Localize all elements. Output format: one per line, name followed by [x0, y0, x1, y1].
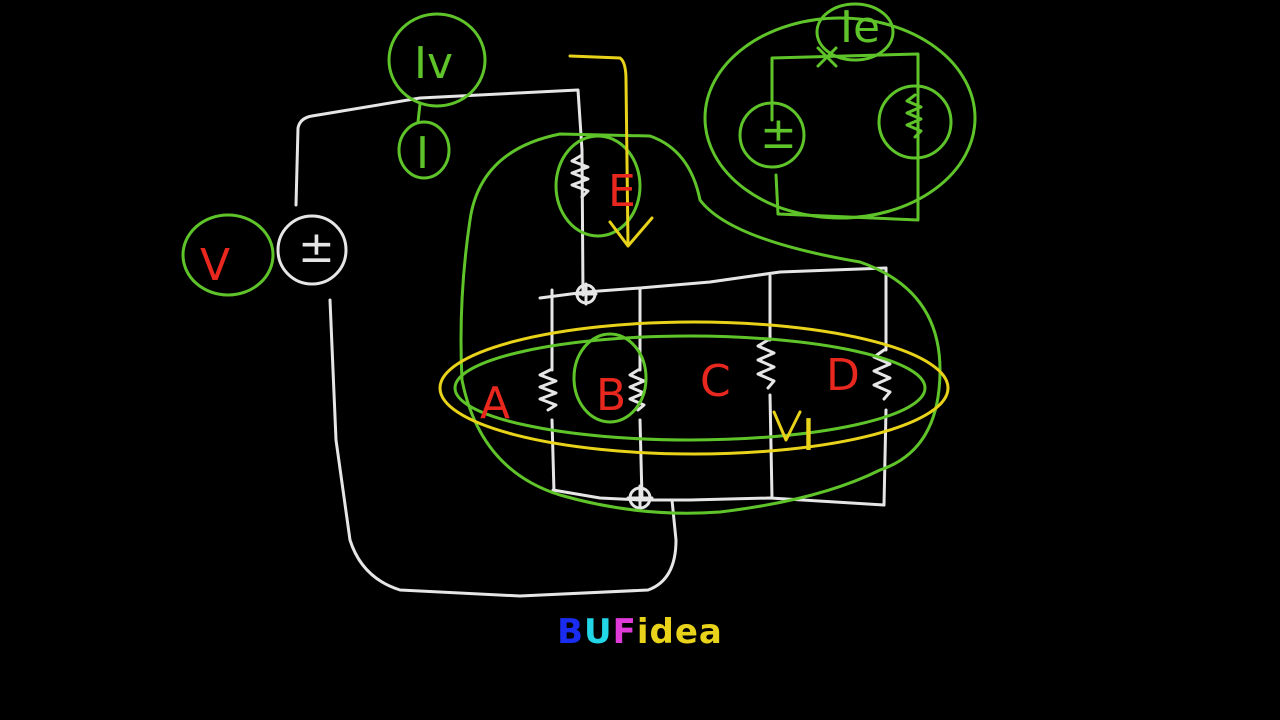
label-a: A [480, 378, 510, 429]
wire-e-branch [580, 148, 585, 297]
resistor-d [872, 348, 892, 401]
diagram-labels: A B C D E V Iv I Ie I ± ± [200, 2, 880, 461]
wire-bottom-loop [328, 298, 678, 598]
wire-branch-d [882, 266, 888, 507]
arrow-i [772, 410, 802, 442]
wire-branch-a [550, 288, 556, 494]
logo-letter-u: U [584, 612, 613, 652]
inset-outer-loop [703, 16, 977, 220]
node-top-cross [574, 282, 598, 306]
label-ie: Ie [840, 2, 880, 53]
connector-iv [416, 102, 422, 124]
resistor-b [628, 368, 646, 412]
inset-x-mark [816, 46, 838, 68]
resistor-e [570, 153, 590, 199]
inset-source [738, 101, 806, 169]
node-bottom-cross [626, 484, 654, 512]
label-c: C [700, 356, 731, 407]
green-loops [181, 12, 942, 515]
logo-letter-f: F [612, 612, 637, 652]
circuit-wires [276, 88, 892, 598]
wire-branch-c [768, 274, 774, 500]
loop-yellow-parallel [438, 320, 950, 456]
loop-iv-small [397, 120, 451, 180]
loop-v [181, 213, 275, 297]
label-d: D [826, 350, 860, 401]
label-e: E [608, 166, 636, 217]
inset-resistor-loop [877, 84, 953, 160]
loop-b [572, 332, 648, 424]
label-iv-small: I [416, 128, 429, 179]
arrow-ie [568, 54, 654, 248]
inset-source-symbol: ± [760, 108, 797, 159]
inset-resistor [905, 93, 923, 139]
loop-iv [387, 12, 487, 108]
voltage-source [276, 214, 348, 286]
label-v: V [200, 240, 230, 291]
wire-top-left [294, 88, 584, 207]
resistor-c [756, 338, 776, 390]
subcircuit-inset [703, 2, 977, 222]
loop-inner-branches [453, 334, 927, 442]
resistor-a [538, 368, 558, 412]
label-b: B [596, 370, 626, 421]
source-symbol: ± [298, 222, 335, 273]
label-i: I [802, 410, 815, 461]
wire-bottom-bus [551, 488, 886, 507]
brand-logo: BUFidea [0, 612, 1280, 652]
logo-letter-b: B [557, 612, 585, 652]
label-iv: Iv [414, 38, 453, 89]
yellow-paths [438, 54, 950, 456]
logo-text-idea: idea [636, 612, 723, 652]
inset-ie-loop [815, 2, 895, 62]
loop-big [459, 132, 942, 515]
